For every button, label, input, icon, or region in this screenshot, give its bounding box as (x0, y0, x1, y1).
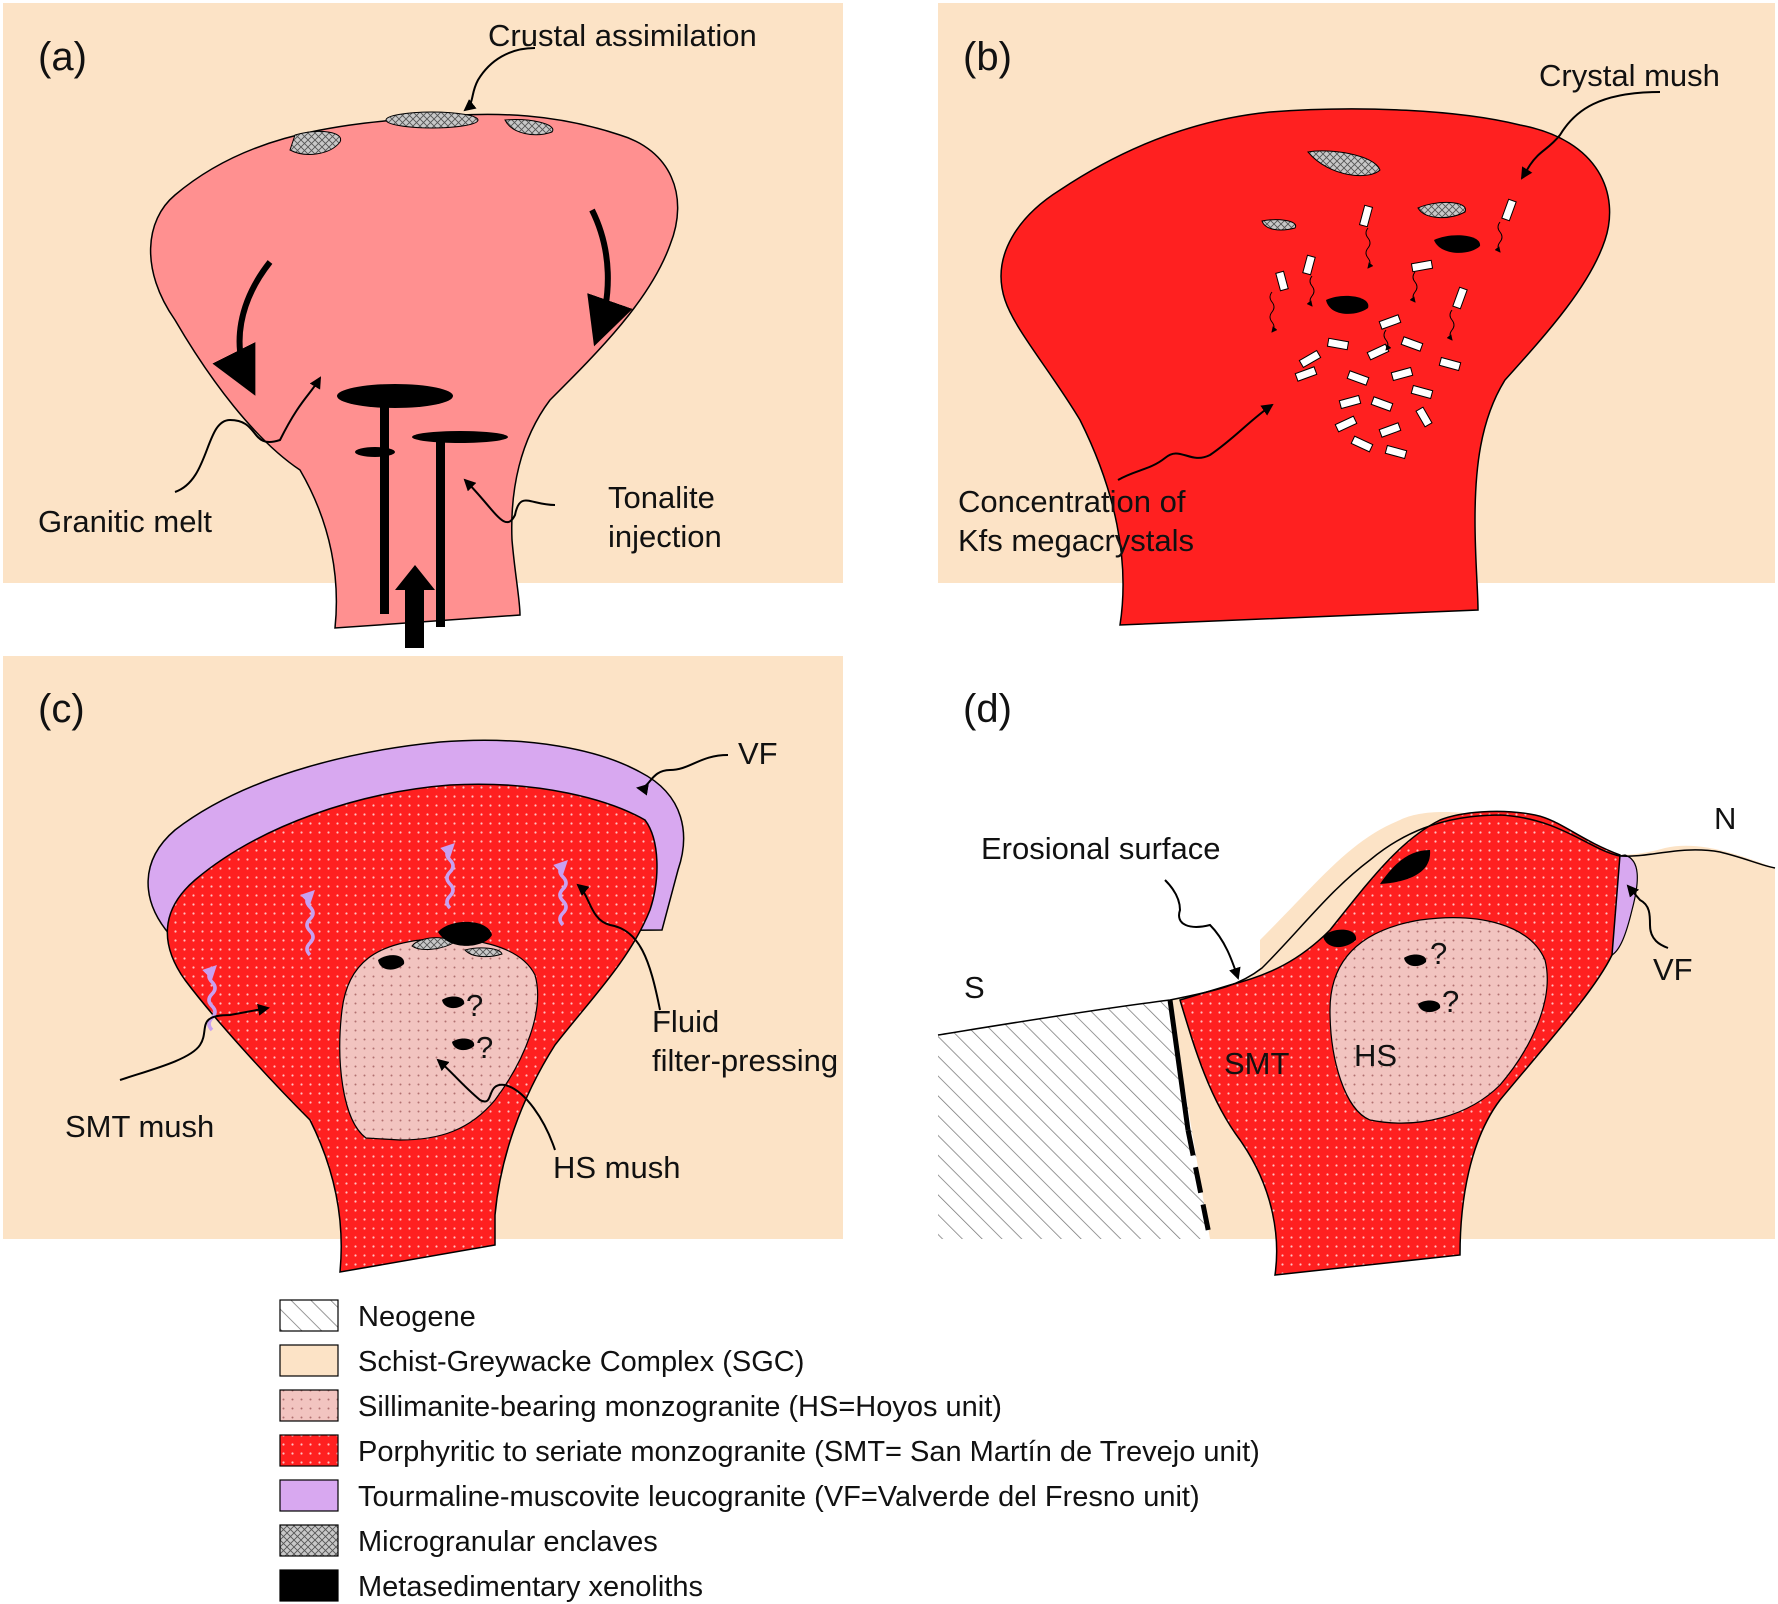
legend-swatch (279, 1479, 339, 1512)
xenolith (378, 955, 405, 970)
xenolith (452, 1038, 475, 1051)
legend-swatch (279, 1434, 339, 1467)
label-hs-mush: HS mush (553, 1150, 680, 1185)
injection-arrow (395, 565, 435, 648)
panel-label-b: (b) (963, 35, 1012, 79)
legend-swatch (279, 1389, 339, 1422)
label-crustal-assimilation: Crustal assimilation (488, 18, 757, 53)
legend-item-smt: Porphyritic to seriate monzogranite (SMT… (279, 1434, 1260, 1468)
panel-b: (b) Crystal mush Concentration of Kfs me… (938, 3, 1775, 626)
label-erosional-surface: Erosional surface (981, 831, 1221, 866)
label-vf-d: VF (1653, 952, 1693, 987)
pointer-granitic-melt (174, 376, 322, 493)
granitic-melt-body (149, 113, 679, 629)
enclave (504, 119, 554, 136)
xenolith (1326, 295, 1369, 314)
enclave (1261, 219, 1297, 231)
legend-item-xenoliths: Metasedimentary xenoliths (279, 1569, 703, 1603)
legend-swatch (279, 1524, 339, 1557)
legend-item-sgc: Schist-Greywacke Complex (SGC) (279, 1344, 804, 1378)
tonalite-dyke (380, 396, 389, 614)
tonalite-sill (355, 447, 395, 457)
legend-swatch (279, 1344, 339, 1377)
label-concentration-1: Concentration of (958, 484, 1186, 519)
legend-label: Neogene (358, 1301, 476, 1333)
pointer-vf-d (1626, 884, 1669, 949)
label-hs: HS (1354, 1038, 1397, 1073)
question-mark: ? (476, 1030, 493, 1065)
legend-item-enclaves: Microgranular enclaves (279, 1524, 658, 1558)
label-tonalite-2: injection (608, 519, 722, 554)
pointer-crustal-assimilation (463, 47, 536, 112)
xenolith (442, 996, 465, 1009)
label-fluid-2: filter-pressing (652, 1043, 838, 1078)
xenolith (1404, 954, 1427, 967)
xenolith (1380, 850, 1431, 884)
question-mark: ? (1442, 984, 1459, 1019)
label-concentration-2: Kfs megacrystals (958, 523, 1194, 558)
pointer-kfs-concentration (1117, 403, 1274, 481)
label-smt-mush: SMT mush (65, 1109, 214, 1144)
legend-label: Porphyritic to seriate monzogranite (SMT… (358, 1436, 1260, 1468)
legend-label: Metasedimentary xenoliths (358, 1571, 703, 1603)
label-crystal-mush: Crystal mush (1539, 58, 1720, 93)
panel-label-a: (a) (38, 35, 87, 79)
pointer-fluid (576, 883, 661, 1011)
label-south: S (964, 970, 985, 1005)
legend-item-neogene: Neogene (279, 1299, 476, 1333)
panel-c: (c) VF Fluid filter-pressing SMT mush HS… (3, 656, 843, 1273)
convection-arrow (587, 208, 633, 347)
legend-label: Tourmaline-muscovite leucogranite (VF=Va… (358, 1481, 1200, 1513)
legend-swatch (279, 1299, 339, 1332)
xenolith (1434, 235, 1481, 253)
xenolith (438, 921, 492, 946)
pointer-hs-mush (436, 1058, 556, 1151)
pointer-vf (636, 754, 729, 796)
panel-d: (d) Erosional surface N S VF SMT HS ? ? (937, 687, 1776, 1276)
legend-label: Microgranular enclaves (358, 1526, 658, 1558)
label-north: N (1714, 801, 1736, 836)
legend-label: Schist-Greywacke Complex (SGC) (358, 1346, 804, 1378)
label-vf: VF (738, 736, 778, 771)
panel-label-c: (c) (38, 687, 85, 731)
legend-label: Sillimanite-bearing monzogranite (HS=Hoy… (358, 1391, 1002, 1423)
legend: Neogene Schist-Greywacke Complex (SGC) S… (279, 1299, 1260, 1603)
kfs-megacrystals (1275, 198, 1517, 460)
convection-arrow (212, 260, 273, 396)
label-fluid-1: Fluid (652, 1004, 719, 1039)
label-tonalite-1: Tonalite (608, 480, 715, 515)
question-mark: ? (1430, 936, 1447, 971)
question-mark: ? (466, 988, 483, 1023)
tonalite-sill (412, 431, 508, 443)
hs-mush-body (339, 938, 539, 1141)
neogene-basin (938, 1000, 1210, 1239)
pointer-tonalite (463, 478, 556, 523)
legend-swatch (279, 1569, 339, 1602)
xenolith (1323, 929, 1357, 948)
settling-trails (1269, 221, 1503, 351)
enclave (1417, 201, 1466, 218)
pointer-smt-mush (119, 1003, 270, 1081)
xenolith (1418, 1000, 1441, 1013)
label-granitic-melt: Granitic melt (38, 504, 212, 539)
panel-a: (a) Crustal assimilation Granitic melt T… (3, 3, 843, 648)
legend-item-vf: Tourmaline-muscovite leucogranite (VF=Va… (279, 1479, 1200, 1513)
pointer-erosional-surface (1164, 879, 1241, 980)
enclave (289, 131, 342, 155)
enclave (1307, 150, 1381, 176)
hs-body-d (1329, 917, 1548, 1124)
fault-line-inferred (1185, 1129, 1213, 1240)
enclave (385, 111, 479, 129)
label-smt: SMT (1224, 1046, 1290, 1081)
panel-label-d: (d) (963, 687, 1012, 731)
enclave (464, 947, 503, 958)
legend-item-hs: Sillimanite-bearing monzogranite (HS=Hoy… (279, 1389, 1002, 1423)
pointer-crystal-mush (1520, 91, 1661, 180)
erosional-surface-line (937, 814, 1776, 1036)
tonalite-dyke (436, 437, 445, 627)
fault-line (1167, 999, 1191, 1131)
tonalite-sill (337, 384, 453, 408)
